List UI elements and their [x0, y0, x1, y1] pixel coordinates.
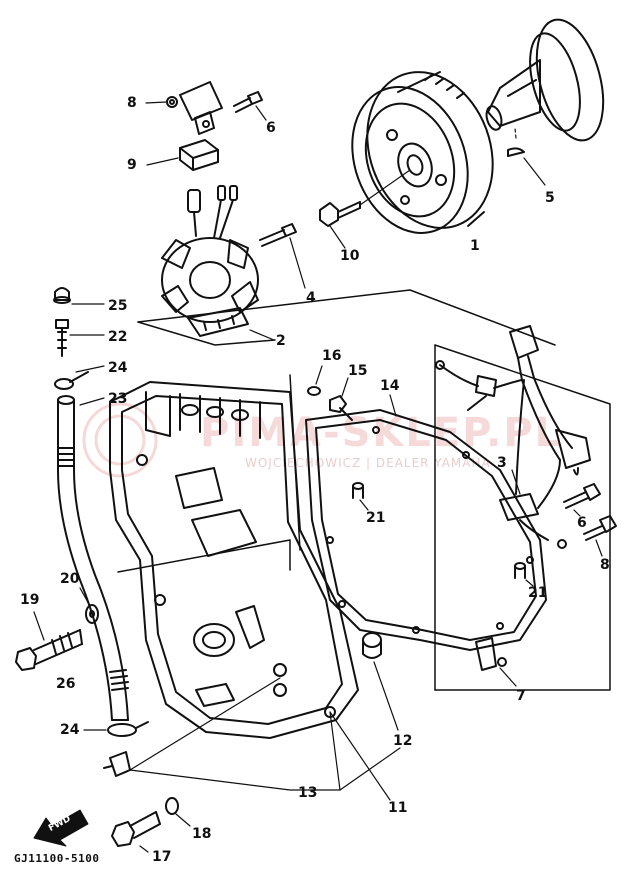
callout-1: 1 [470, 238, 480, 254]
leader-13 [129, 747, 401, 791]
callout-10: 10 [340, 248, 360, 264]
breather-hose [57, 395, 129, 721]
washer-16 [307, 386, 321, 396]
bolt-8-right [583, 515, 617, 541]
wire-leads [187, 185, 238, 239]
callout-16: 16 [322, 348, 342, 364]
washer-18 [165, 797, 179, 815]
callout-4: 4 [306, 290, 316, 306]
wire-harness [435, 325, 591, 549]
starter-pulley [485, 18, 605, 142]
callout-20: 20 [60, 571, 80, 587]
callout-7: 7 [516, 688, 526, 704]
clip-24-top [54, 371, 89, 390]
callout-22: 22 [108, 329, 128, 345]
stator-assembly [161, 237, 259, 337]
callout-14: 14 [380, 378, 400, 394]
bolt-6-right [563, 483, 601, 509]
callout-26: 26 [56, 676, 76, 692]
callout-3: 3 [497, 455, 507, 471]
callout-24-top: 24 [108, 360, 128, 376]
bolt-15 [329, 395, 353, 421]
pickup-coil [166, 81, 223, 135]
callout-5: 5 [545, 190, 555, 206]
cap-25 [53, 287, 71, 304]
callout-12: 12 [393, 733, 413, 749]
callout-6-top: 6 [266, 120, 276, 136]
callout-8-right: 8 [600, 557, 610, 573]
clip-24-bottom [107, 721, 149, 737]
flywheel-bolt [319, 169, 411, 227]
dowel-pin-21a [352, 482, 364, 499]
clamp-7 [475, 637, 507, 671]
callout-24-bottom: 24 [60, 722, 80, 738]
callout-18: 18 [192, 826, 212, 842]
breather-fitting-22 [55, 319, 69, 357]
callout-21-b: 21 [528, 585, 548, 601]
bolt-6-top [233, 91, 263, 113]
callout-23: 23 [108, 391, 128, 407]
callout-11: 11 [388, 800, 408, 816]
callout-19: 19 [20, 592, 40, 608]
collar-12 [362, 632, 382, 659]
callout-15: 15 [348, 363, 368, 379]
callout-9: 9 [127, 157, 137, 173]
flywheel-rotor [351, 71, 494, 234]
watermark-subtext: WOJCIECHOWICZ | DEALER YAMAHA [245, 456, 491, 470]
washer-20 [85, 604, 99, 624]
woodruff-key [507, 147, 525, 157]
fwd-arrow [33, 809, 89, 847]
elbow-fitting [103, 751, 131, 777]
callout-6-right: 6 [577, 515, 587, 531]
stator-group-outline [137, 289, 556, 346]
callout-17: 17 [152, 849, 172, 865]
harness-group-outline [434, 344, 611, 691]
callout-25: 25 [108, 298, 128, 314]
cover-gasket [305, 409, 547, 651]
dowel-pin-21b [514, 562, 526, 579]
crankcase-cover [109, 381, 359, 739]
bolt-17 [111, 811, 161, 847]
stator-bolt [259, 223, 297, 247]
bolt-19 [15, 629, 83, 671]
diagram-code: GJ11100-5100 [14, 852, 100, 865]
callout-2: 2 [276, 333, 286, 349]
watermark-emblem [82, 402, 158, 478]
grommet [179, 139, 219, 171]
callout-8-top: 8 [127, 95, 137, 111]
cover-group-outline [117, 539, 291, 573]
callout-21-a: 21 [366, 510, 386, 526]
callout-13: 13 [298, 785, 318, 801]
